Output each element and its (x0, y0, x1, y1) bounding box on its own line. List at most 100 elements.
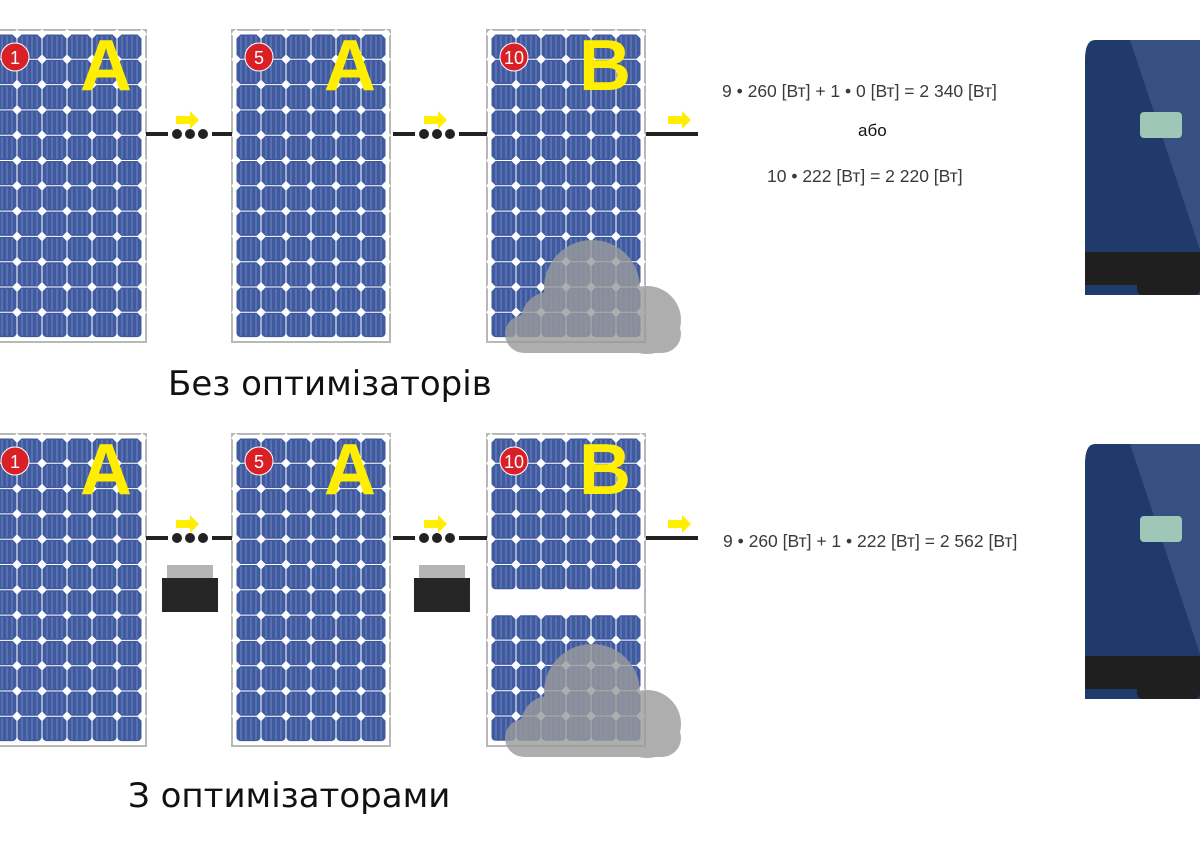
cell-diamond (486, 559, 496, 570)
wire-dot (432, 533, 442, 543)
cell-diamond (231, 508, 241, 519)
solar-cell (0, 186, 17, 211)
solar-cell (286, 514, 311, 539)
cell-diamond (256, 508, 266, 519)
solar-cell (92, 514, 117, 539)
cell-diamond (112, 686, 122, 696)
solar-cell (361, 85, 386, 110)
inverter-display (1140, 112, 1182, 138)
solar-cell (67, 262, 92, 287)
cell-diamond (256, 711, 266, 722)
cell-diamond (536, 483, 546, 494)
solar-cell (92, 287, 117, 312)
solar-cell (516, 110, 541, 135)
solar-cell (336, 666, 361, 691)
solar-cell (0, 135, 17, 160)
solar-cell (42, 539, 67, 564)
solar-cell (516, 161, 541, 186)
solar-cell (361, 489, 386, 514)
solar-cell (92, 463, 117, 489)
solar-cell (236, 590, 261, 615)
cell-diamond (306, 711, 316, 722)
cell-diamond (62, 180, 72, 191)
cell-diamond (511, 609, 521, 620)
cloud-icon (505, 644, 681, 758)
top-formula-1: 9 • 260 [Вт] + 1 • 0 [Вт] = 2 340 [Вт] (722, 81, 997, 101)
cell-diamond (306, 635, 316, 646)
cell-diamond (536, 231, 546, 242)
cell-diamond (137, 610, 147, 621)
cell-diamond (486, 635, 496, 646)
wire-dot (172, 129, 182, 139)
solar-cell (361, 236, 386, 262)
solar-cell (0, 691, 17, 716)
solar-cell (117, 463, 142, 489)
solar-cell (286, 236, 311, 262)
cell-diamond (281, 711, 291, 722)
cell-diamond (356, 155, 366, 166)
cell-diamond (87, 231, 97, 242)
cell-diamond (112, 534, 122, 545)
solar-cell (516, 665, 541, 691)
solar-cell (17, 514, 42, 539)
cell-diamond (636, 29, 646, 39)
cell-diamond (536, 206, 546, 217)
cell-diamond (12, 206, 22, 217)
cell-diamond (231, 686, 241, 696)
cell-diamond (306, 559, 316, 570)
solar-cell (491, 665, 516, 691)
cell-diamond (636, 104, 646, 115)
solar-cell (591, 539, 616, 564)
solar-cell (117, 211, 142, 236)
solar-cell (286, 640, 311, 666)
solar-cell (361, 438, 386, 463)
cell-diamond (636, 559, 646, 570)
cell-diamond (231, 534, 241, 545)
cell-diamond (331, 686, 341, 696)
cell-diamond (561, 54, 571, 65)
solar-cell (361, 615, 386, 640)
cell-diamond (486, 307, 496, 318)
cell-diamond (611, 104, 621, 115)
cell-diamond (37, 180, 47, 191)
solar-cell (67, 615, 92, 640)
solar-cell (0, 489, 17, 514)
solar-cell (92, 438, 117, 463)
cell-diamond (37, 635, 47, 646)
solar-cell (17, 262, 42, 287)
cell-diamond (231, 231, 241, 242)
solar-cell (67, 161, 92, 186)
cell-diamond (256, 660, 266, 671)
cell-diamond (137, 54, 147, 65)
cell-diamond (356, 610, 366, 621)
cell-diamond (87, 534, 97, 545)
solar-cell (541, 186, 566, 211)
solar-cell (516, 135, 541, 160)
cell-diamond (137, 231, 147, 242)
cell-diamond (381, 256, 391, 267)
cell-diamond (87, 54, 97, 65)
cell-diamond (137, 534, 147, 545)
cell-diamond (356, 534, 366, 545)
solar-cell (92, 666, 117, 691)
solar-cell (616, 85, 641, 110)
cell-diamond (486, 508, 496, 519)
cell-diamond (281, 508, 291, 519)
cell-diamond (561, 231, 571, 242)
cell-diamond (306, 433, 316, 443)
cell-diamond (137, 256, 147, 267)
solar-cell (117, 312, 142, 338)
cell-diamond (511, 256, 521, 267)
solar-cell (591, 211, 616, 236)
solar-cell (42, 161, 67, 186)
cell-diamond (381, 231, 391, 242)
cell-diamond (381, 282, 391, 292)
cell-diamond (356, 307, 366, 318)
solar-cell (17, 110, 42, 135)
solar-cell (92, 85, 117, 110)
solar-cell (336, 463, 361, 489)
solar-cell (286, 135, 311, 160)
cell-diamond (37, 559, 47, 570)
cell-diamond (486, 206, 496, 217)
